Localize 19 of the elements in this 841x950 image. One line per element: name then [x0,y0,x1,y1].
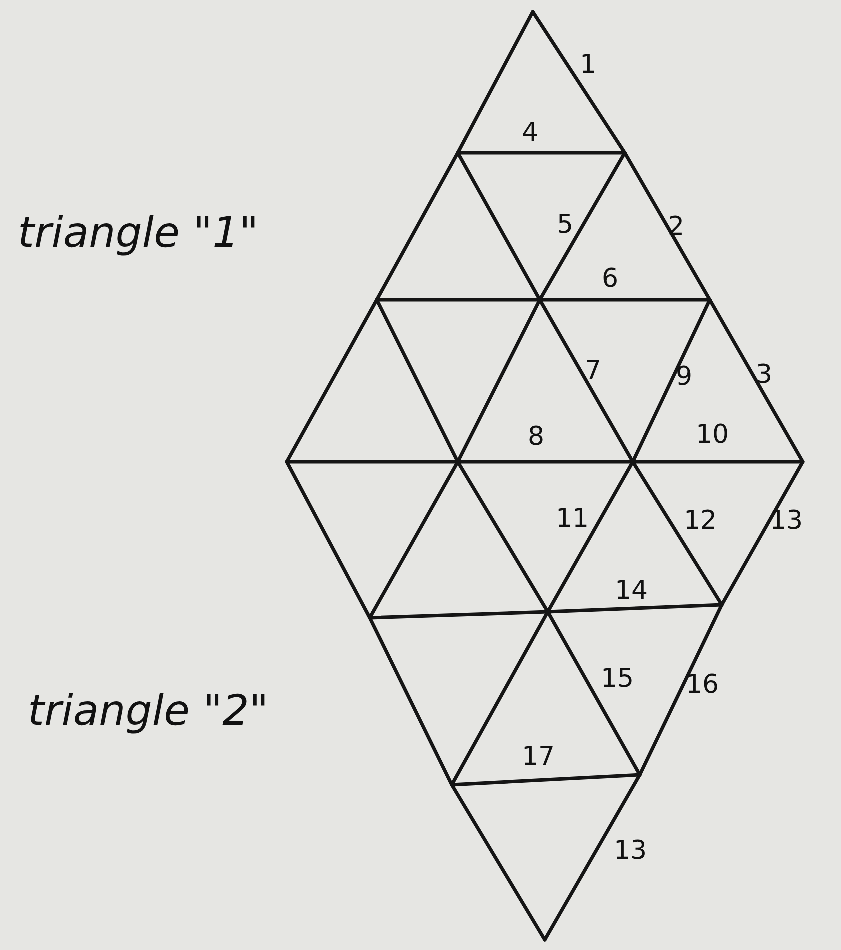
edge-number: 10 [696,422,730,448]
edge-number: 4 [522,120,539,146]
edge-number: 16 [686,672,720,698]
edge-number: 14 [615,578,648,604]
triangle-label: triangle "2" [28,690,269,732]
edge-number: 13 [770,508,804,534]
edge-number: 1 [580,52,597,78]
edge-number: 13 [614,838,648,864]
edge-number: 5 [557,212,574,238]
edge-number: 17 [522,744,556,770]
edge-number: 3 [756,362,773,388]
edge-number: 9 [676,364,693,390]
edge-number: 6 [602,266,619,292]
edge-number: 15 [601,666,634,692]
edge-number: 8 [528,424,545,450]
edge-number: 11 [556,506,590,532]
edge-number: 7 [585,358,602,384]
triangle-label: triangle "1" [18,212,259,254]
edge-number: 12 [684,508,718,534]
